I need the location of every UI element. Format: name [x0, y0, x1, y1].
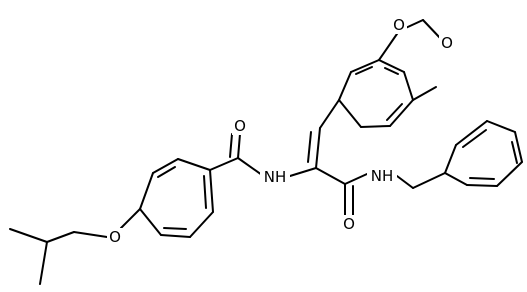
bond-phenyl-ring	[444, 144, 457, 174]
atom-labels: O NH NH O O O O	[107, 16, 455, 246]
bond-carbonyl-ring	[209, 157, 239, 171]
bond-benzodioxole-ring	[378, 59, 405, 73]
bond-aryl-vinyl	[319, 99, 340, 129]
bond-benzamide-ring	[139, 208, 162, 236]
bond-isobutyl	[9, 228, 48, 243]
amide-nh-right-label: NH	[367, 166, 397, 186]
bond-benzamide-ring	[152, 158, 179, 174]
bond-benzodioxole-ring-inner	[355, 66, 373, 75]
bond-dioxole	[378, 30, 400, 61]
bond-benzamide-ring-inner	[157, 166, 176, 178]
bond-benzamide-co	[237, 133, 241, 159]
bond-phenyl-ring	[514, 131, 523, 163]
bond-benzamide-ring-inner	[203, 175, 207, 209]
dioxole-oxygen-top-label: O	[391, 16, 407, 34]
bond-benzamide-ring	[139, 172, 154, 210]
bond-benzamide-ring-inner	[163, 227, 187, 230]
atom-label-text: O	[441, 34, 453, 52]
bond-dioxole	[412, 86, 437, 101]
bond-phenyl-ring	[486, 120, 516, 133]
bond-phenyl-ring	[444, 172, 468, 186]
amide-nh-left-label: NH	[260, 167, 290, 187]
atom-label-text: NH	[371, 167, 394, 185]
bond-ch2-ph	[412, 172, 446, 189]
bond-benzodioxole-ring	[403, 71, 414, 101]
bond-vinyl-double-inner	[307, 131, 312, 163]
atom-label-text: O	[343, 215, 355, 233]
bond-phenyl-ring-inner	[469, 177, 495, 180]
bond-isobutyl	[39, 241, 48, 285]
atom-label-text: O	[234, 117, 246, 135]
bonds	[9, 19, 523, 285]
bond-nh-benzamide	[237, 157, 263, 176]
atom-label-text: O	[393, 16, 405, 34]
bond-benzamide-ring	[177, 158, 211, 171]
bond-alpha-carbonyl	[315, 167, 346, 185]
bond-alpha-nh	[289, 167, 317, 177]
bond-isobutyl	[46, 231, 75, 243]
bond-phenyl-ring	[466, 184, 498, 187]
bond-benzamide-ring	[189, 211, 214, 238]
bond-phenyl-ring	[455, 120, 488, 146]
bond-benzodioxole-ring-inner	[386, 103, 403, 121]
bond-ring-ether	[120, 208, 141, 229]
carbonyl-oxygen-benzamide-label: O	[232, 117, 248, 135]
bond-benzodioxole-ring	[338, 71, 352, 101]
bond-ether-ch2	[73, 231, 108, 238]
bond-benzamide-ring	[209, 169, 214, 213]
label-mask	[232, 117, 248, 135]
label-mask	[439, 34, 455, 52]
carbonyl-oxygen-acrylamide-label: O	[341, 215, 357, 233]
bond-nh-ch2	[396, 175, 414, 189]
label-mask	[107, 228, 123, 246]
bond-vinyl-double	[315, 127, 321, 169]
label-mask	[260, 167, 290, 187]
label-mask	[391, 16, 407, 34]
label-mask	[367, 166, 397, 186]
dioxole-oxygen-right-label: O	[439, 34, 455, 52]
bond-benzamide-co-inner	[229, 133, 233, 158]
bond-phenyl-ring-inner	[462, 129, 487, 148]
bond-benzamide-ring	[160, 234, 191, 238]
label-mask	[341, 215, 357, 233]
bond-benzodioxole-ring	[360, 125, 391, 128]
bond-benzodioxole-ring	[338, 99, 362, 128]
bond-benzodioxole-ring	[350, 59, 380, 73]
bond-dioxole	[422, 19, 442, 40]
bond-acrylamide-cn	[344, 173, 368, 185]
atom-label-text: O	[109, 228, 121, 246]
bond-benzodioxole-ring-inner	[384, 67, 399, 75]
bond-benzodioxole-ring	[389, 99, 414, 127]
bond-phenyl-ring-inner	[511, 141, 518, 164]
ether-oxygen-label: O	[107, 228, 123, 246]
bond-phenyl-ring	[496, 161, 523, 187]
atom-label-text: NH	[264, 168, 287, 186]
